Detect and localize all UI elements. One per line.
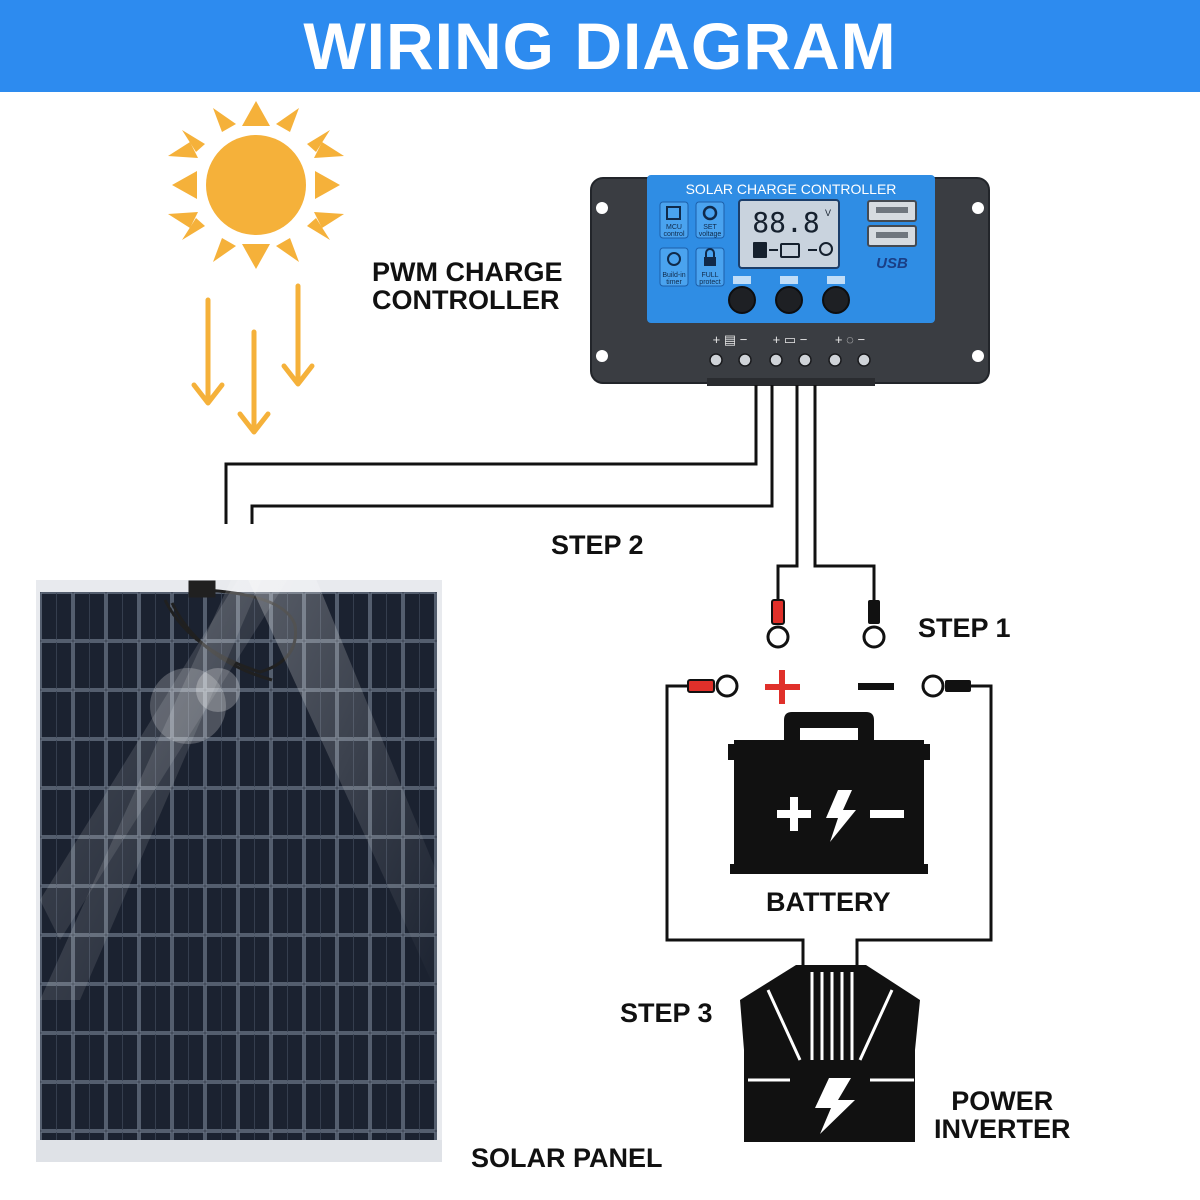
wire-inverter-positive [665,684,805,965]
battery-label: BATTERY [766,887,891,917]
mount-hole [972,350,984,362]
panel-icon [753,242,767,258]
down-button[interactable] [822,286,850,314]
controller-function-icons [659,201,725,287]
timer-icon [667,252,681,266]
up-button[interactable] [775,286,803,314]
button-label: timer [666,279,682,286]
pwm-label-line1: PWM CHARGE [372,257,563,287]
inverter-lead-terminals [687,674,971,698]
bulb-icon [819,242,833,256]
button-label: MCU [666,224,682,231]
charge-controller: SOLAR CHARGE CONTROLLER MCU control SET … [590,175,990,386]
wire-inverter-negative [855,684,993,965]
svg-text:+ ▭ −: + ▭ − [773,332,808,347]
lcd-unit: V [825,208,831,218]
chip-icon [666,206,681,220]
battery-icon [728,712,930,874]
step3-label: STEP 3 [620,998,713,1028]
svg-text:+ ▤ −: + ▤ − [713,332,748,347]
solar-panel [36,540,442,1162]
step1-label: STEP 1 [918,613,1011,643]
pwm-label: PWM CHARGE CONTROLLER [372,258,563,314]
button-label: Build-in [662,272,685,279]
sunlight-arrows [191,283,315,435]
plus-icon [765,670,800,704]
pwm-label-line2: CONTROLLER [372,285,560,315]
mount-hole [596,350,608,362]
gear-icon [702,205,718,221]
wires [224,385,993,965]
lcd-status-icons [753,242,833,258]
power-inverter-icon [740,965,920,1142]
button-label: control [663,231,684,238]
banner-title: WIRING DIAGRAM [303,9,897,83]
battery-lead-terminals [766,599,886,649]
button-label: SET [703,224,717,231]
inverter-label: POWER INVERTER [934,1087,1071,1143]
title-banner: WIRING DIAGRAM [0,0,1200,92]
button-label: FULL [701,272,718,279]
wire-battery-positive [776,385,799,604]
svg-text:+ ◌ −: + ◌ − [835,332,865,347]
menu-button[interactable] [728,286,756,314]
button-label: protect [699,279,720,286]
solar-panel-label: SOLAR PANEL [471,1143,663,1173]
sun-rays [168,101,344,269]
button-label: voltage [699,231,722,238]
minus-icon [858,683,894,690]
step2-label: STEP 2 [551,530,644,560]
mount-hole [972,202,984,214]
wire-panel-positive [224,385,758,524]
inverter-label-line1: POWER [951,1086,1054,1116]
inverter-label-line2: INVERTER [934,1114,1071,1144]
usb-logo: USB [876,255,908,272]
sun-icon [168,101,344,435]
wire-panel-negative [250,385,774,524]
battery-icon [780,243,800,258]
lock-icon [704,257,716,266]
terminal-block: + ▤ − + ▭ − + ◌ − [707,332,875,386]
lcd-reading: 88.8 [752,206,819,239]
wire-battery-negative [813,385,876,604]
controller-title: SOLAR CHARGE CONTROLLER [686,181,897,197]
mount-hole [596,202,608,214]
